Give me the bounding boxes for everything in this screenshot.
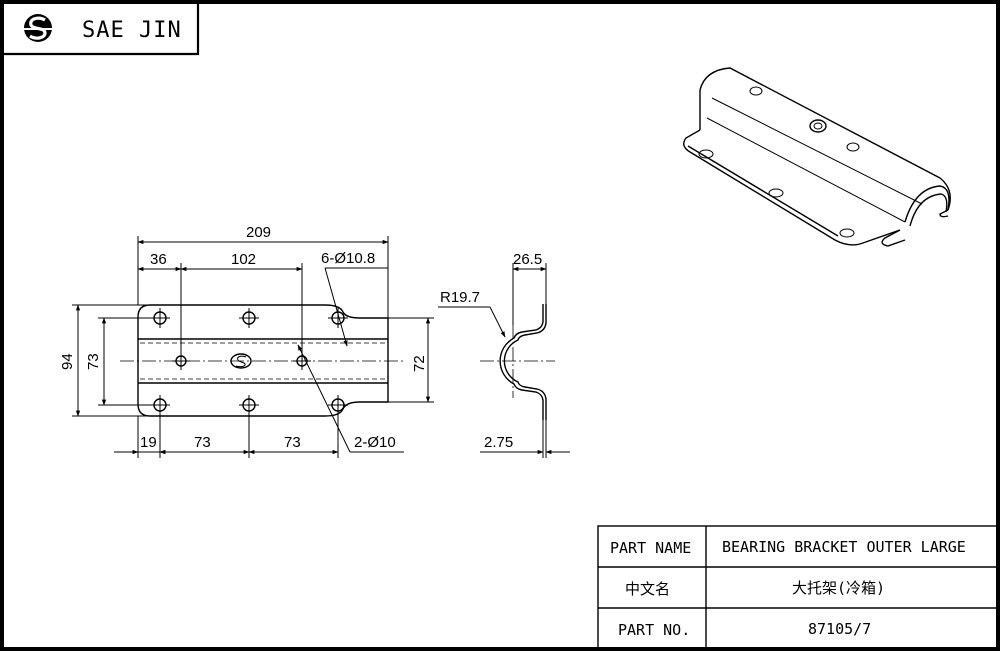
dim-offset-36: 36 [150,251,167,268]
dim-spacing-102: 102 [231,251,256,268]
title-block: PART NAME BEARING BRACKET OUTER LARGE 中文… [597,525,999,650]
part-name-value: BEARING BRACKET OUTER LARGE [722,538,966,556]
dim-width-72: 72 [411,355,428,372]
brand-name: SAE JIN [82,18,182,43]
part-no-label: PART NO. [618,621,690,639]
sj-logo-icon [22,14,54,42]
chinese-name-label: 中文名 [625,580,670,598]
dim-holes-small: 2-Ø10 [354,434,396,451]
dim-height-73: 73 [85,353,102,370]
isometric-view [683,67,951,247]
dim-side-26-5: 26.5 [513,251,542,268]
dim-height-94: 94 [59,353,76,370]
dim-holes-large: 6-Ø10.8 [321,250,375,267]
brand-box: SAE JIN [4,4,200,56]
part-name-label: PART NAME [610,539,691,557]
dim-overall-length: 209 [246,224,271,241]
dim-thickness: 2.75 [484,434,513,451]
dim-bottom-73-a: 73 [194,434,211,451]
stamped-logo-icon [230,353,252,369]
side-view: 26.5 R19.7 2.75 [438,251,570,458]
mounting-hole [328,308,348,328]
dim-bottom-19: 19 [140,434,157,451]
dim-bottom-73-b: 73 [284,434,301,451]
front-view: 209 36 102 6-Ø10.8 94 73 72 [59,224,434,458]
bracket-profile [499,304,544,420]
dim-radius: R19.7 [440,289,480,306]
iso-stamped-logo-icon [809,119,827,133]
chinese-name-value: 大托架(冷箱) [792,579,885,597]
mounting-hole [239,308,259,328]
part-no-value: 87105/7 [808,620,871,638]
